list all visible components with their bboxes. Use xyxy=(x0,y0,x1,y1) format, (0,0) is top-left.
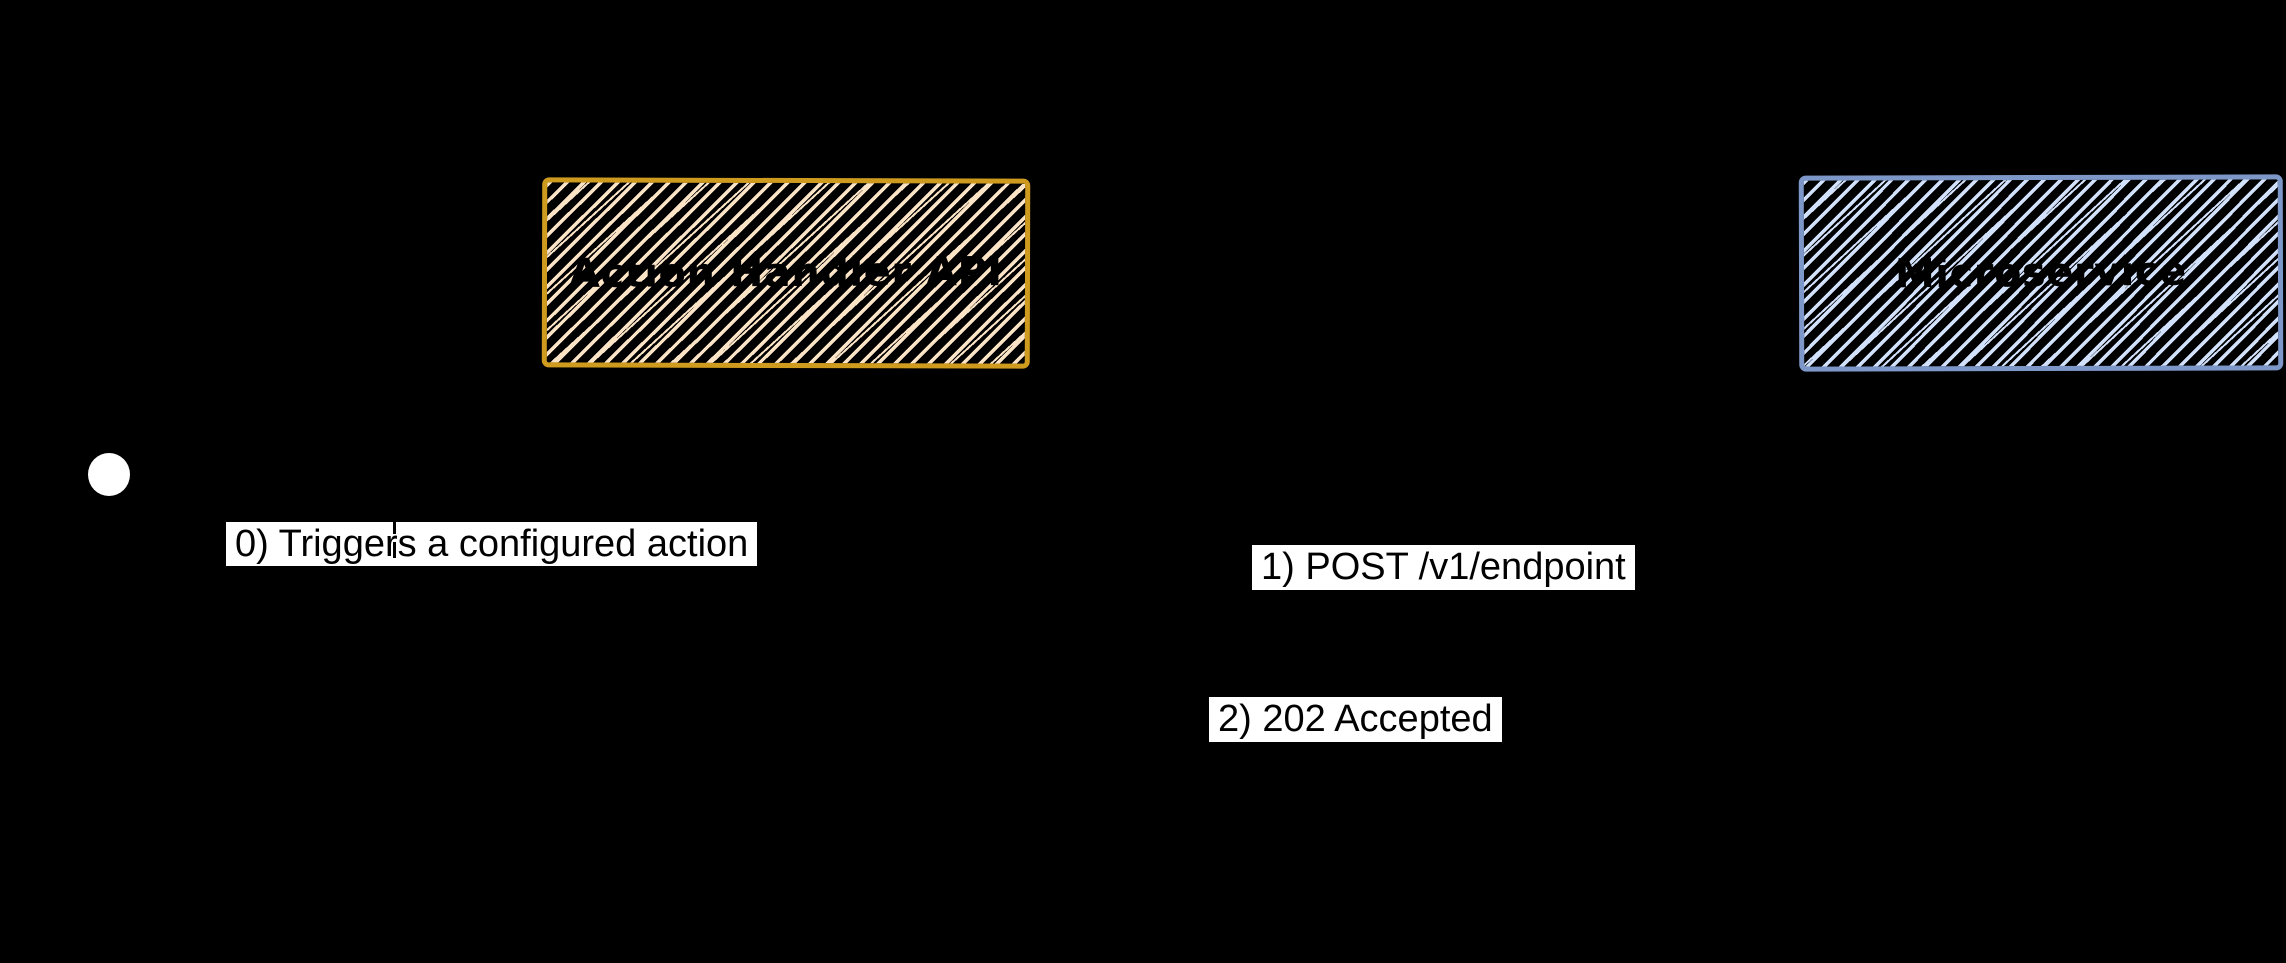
node-action-handler-api: Action Handler API xyxy=(541,177,1031,369)
node-action-handler-api-label: Action Handler API xyxy=(569,249,1003,297)
actor-lifeline-dashed xyxy=(393,518,396,570)
message-label-trigger-action: 0) Triggers a configured action xyxy=(226,522,758,566)
message-label-202-accepted: 2) 202 Accepted xyxy=(1209,697,1502,742)
actor-head-icon xyxy=(88,453,130,496)
node-microservice-label: Microservice xyxy=(1894,248,2188,298)
node-microservice: Microservice xyxy=(1798,174,2284,372)
message-label-post-endpoint: 1) POST /v1/endpoint xyxy=(1252,545,1635,590)
